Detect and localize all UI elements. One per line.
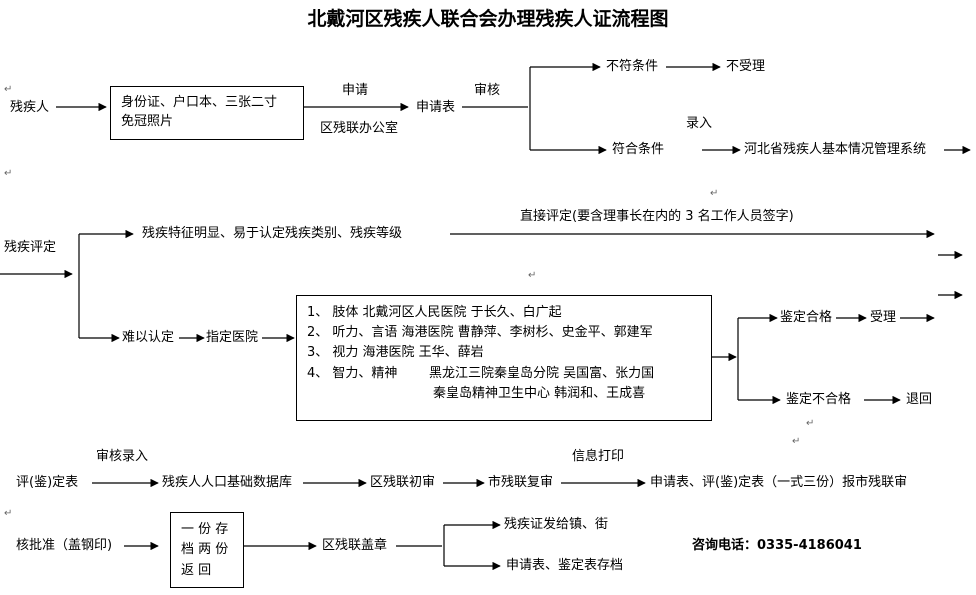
- city-review-label: 市残联复审: [488, 475, 554, 490]
- return-label: 退回: [906, 392, 933, 407]
- hard-label: 难以认定: [122, 330, 175, 345]
- paragraph-mark-icon: ↵: [4, 168, 13, 179]
- form-label: 申请表: [416, 100, 456, 115]
- issue-label: 残疾证发给镇、街: [504, 517, 609, 532]
- assessment-label: 残疾评定: [4, 240, 57, 255]
- paragraph-mark-icon: ↵: [792, 436, 801, 447]
- hospital-line-vision: 3、 视力 海港医院 王华、薛岩: [307, 345, 484, 360]
- review-entry-label: 审核录入: [96, 449, 149, 464]
- not-accepted-label: 不受理: [726, 59, 766, 74]
- obvious-label: 残疾特征明显、易于认定残疾类别、残疾等级: [142, 226, 403, 241]
- pass-label: 鉴定合格: [780, 310, 833, 325]
- approve-label: 核批准（盖钢印): [16, 538, 113, 553]
- copies-line-1: 一 份 存: [181, 522, 229, 537]
- paragraph-mark-icon: ↵: [806, 418, 815, 429]
- enter-label: 录入: [686, 116, 713, 131]
- hospital-line-limb: 1、 肢体 北戴河区人民医院 于长久、白广起: [307, 305, 562, 320]
- copies-box: 一 份 存 档 两 份 返 回: [170, 512, 244, 588]
- mental-hospital-1: 黑龙江三院秦皇岛分院 吴国富、张力国: [429, 366, 655, 381]
- fail-label: 鉴定不合格: [786, 392, 852, 407]
- hospital-line-hearing: 2、 听力、言语 海港医院 曹静萍、李树杉、史金平、郭建军: [307, 325, 653, 340]
- office-label: 区残联办公室: [320, 121, 399, 136]
- print-label: 信息打印: [572, 449, 625, 464]
- direct-assessment-label: 直接评定(要含理事长在内的 3 名工作人员签字): [520, 209, 794, 224]
- hospital-line-mental: 4、 智力、精神: [307, 366, 398, 381]
- district-first-review-label: 区残联初审: [370, 475, 436, 490]
- hospital-label: 指定医院: [206, 330, 259, 345]
- accept-label: 受理: [870, 310, 897, 325]
- contact-phone: 咨询电话：0335-4186041: [692, 538, 862, 553]
- system-label: 河北省残疾人基本情况管理系统: [744, 142, 927, 157]
- archive-label: 申请表、鉴定表存档: [506, 558, 624, 573]
- hospitals-box: 1、 肢体 北戴河区人民医院 于长久、白广起 2、 听力、言语 海港医院 曹静萍…: [296, 295, 712, 421]
- not-qualified-label: 不符条件: [606, 59, 659, 74]
- documents-line-2: 免冠照片: [121, 114, 174, 129]
- paragraph-mark-icon: ↵: [4, 508, 13, 519]
- paragraph-mark-icon: ↵: [710, 188, 719, 199]
- database-label: 残疾人人口基础数据库: [162, 475, 293, 490]
- applicant-label: 残疾人: [10, 100, 50, 115]
- review-label: 审核: [474, 83, 501, 98]
- apply-label: 申请: [342, 83, 369, 98]
- mental-hospital-2: 秦皇岛精神卫生中心 韩润和、王成喜: [433, 386, 646, 401]
- documents-box: 身份证、户口本、三张二寸 免冠照片: [110, 86, 304, 140]
- paragraph-mark-icon: ↵: [4, 84, 13, 95]
- report-label: 申请表、评(鉴)定表（一式三份）报市残联审: [650, 475, 908, 490]
- documents-line-1: 身份证、户口本、三张二寸: [121, 95, 278, 110]
- qualified-label: 符合条件: [612, 142, 665, 157]
- paragraph-mark-icon: ↵: [528, 270, 537, 281]
- copies-line-3: 返 回: [181, 563, 212, 578]
- copies-line-2: 档 两 份: [181, 542, 229, 557]
- seal-label: 区残联盖章: [322, 538, 388, 553]
- eval-form-label: 评(鉴)定表: [16, 475, 79, 490]
- page-title: 北戴河区残疾人联合会办理残疾人证流程图: [307, 8, 669, 30]
